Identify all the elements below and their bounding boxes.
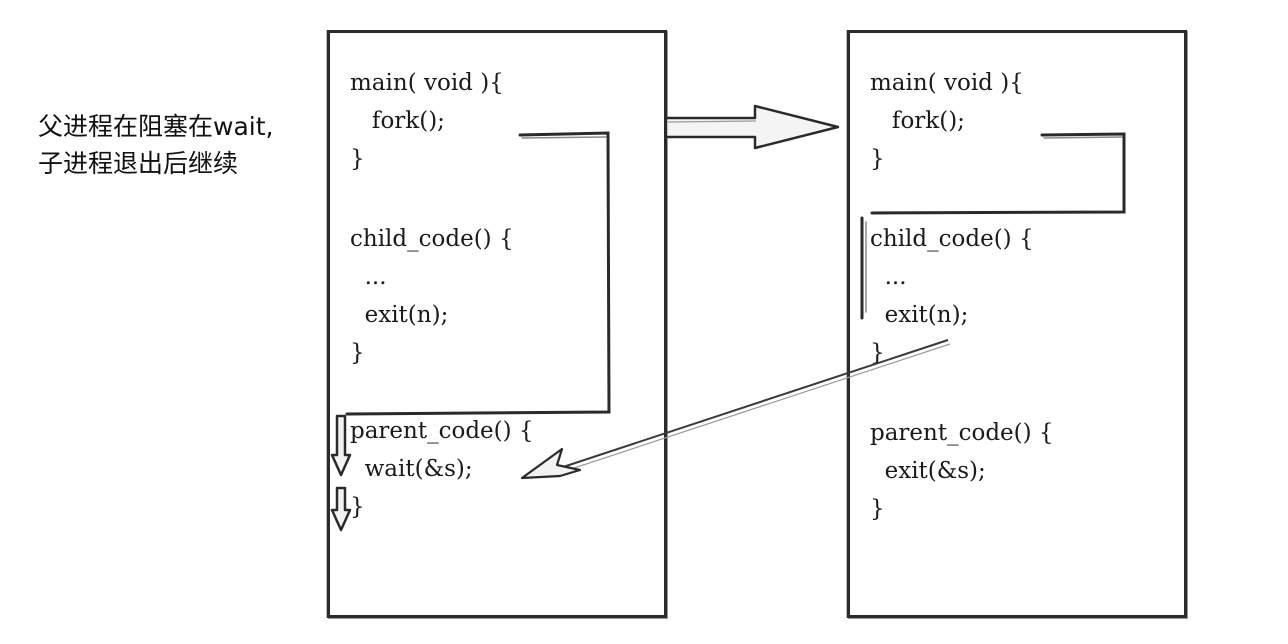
fork-transition-arrow (664, 104, 840, 150)
right-fork-bracket (860, 132, 1126, 320)
right-line-ellipsis: ... (870, 264, 907, 290)
right-line-exit: exit(n); (870, 302, 969, 328)
right-line-fork: fork(); (870, 108, 965, 134)
left-line-parent: parent_code() { (350, 418, 534, 444)
right-line-parent: parent_code() { (870, 420, 1054, 446)
left-line-exit: exit(n); (350, 302, 449, 328)
left-line-child-close: } (350, 340, 365, 366)
left-line-parent-close: } (350, 494, 365, 520)
left-down-arrow-2 (330, 486, 352, 532)
left-fork-bracket (345, 131, 611, 416)
right-line-child-close: } (870, 340, 885, 366)
annotation-line-1: 父进程在阻塞在wait, (38, 112, 274, 141)
right-line-parent-close: } (870, 496, 885, 522)
left-line-child: child_code() { (350, 226, 514, 252)
left-line-fork: fork(); (350, 108, 445, 134)
left-line-main-close: } (350, 146, 365, 172)
left-line-main: main( void ){ (350, 70, 504, 96)
parent-process-panel (327, 30, 667, 618)
annotation-text: 父进程在阻塞在wait, 子进程退出后继续 (38, 108, 273, 182)
annotation-line-2: 子进程退出后继续 (38, 149, 239, 178)
right-line-child: child_code() { (870, 226, 1034, 252)
child-process-panel (847, 30, 1187, 618)
right-line-main: main( void ){ (870, 70, 1024, 96)
left-line-wait: wait(&s); (350, 456, 473, 482)
right-line-main-close: } (870, 146, 885, 172)
left-down-arrow-1 (330, 414, 352, 477)
exit-to-wait-arrow (520, 339, 951, 480)
right-line-exit-s: exit(&s); (870, 458, 986, 484)
left-line-ellipsis: ... (350, 264, 387, 290)
